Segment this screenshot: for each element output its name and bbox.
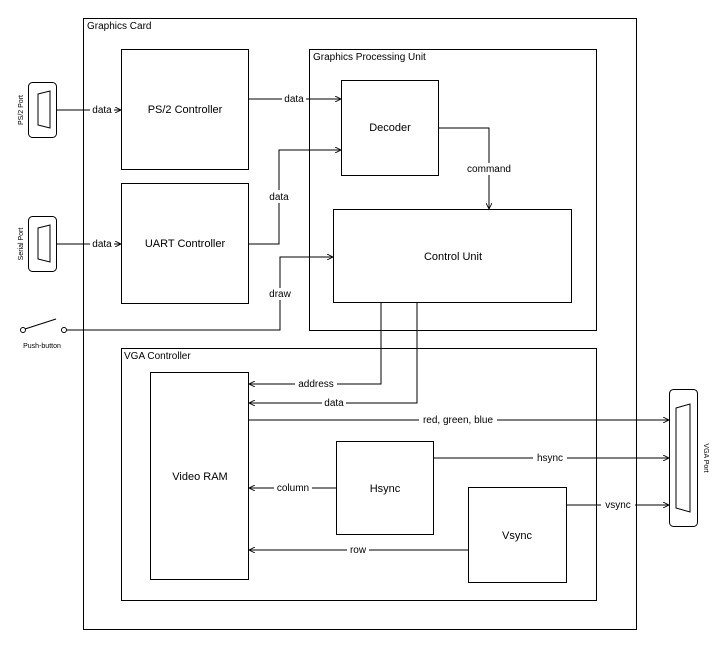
serial-in-data-label: data [92, 239, 112, 250]
draw-label: draw [269, 289, 291, 300]
gpu-title: Graphics Processing Unit [313, 52, 426, 63]
vsync-label: Vsync [502, 530, 532, 542]
rgb-label: red, green, blue [423, 415, 493, 426]
ps2-port-label: PS/2 Port [18, 95, 25, 125]
vsync-block: Vsync [468, 487, 567, 583]
uart-to-decoder-data-label: data [269, 192, 289, 203]
wire-vsync: vsync [567, 499, 669, 511]
wire-rgb: red, green, blue [249, 414, 669, 426]
wire-serial-data-in: data [57, 238, 121, 250]
serial-port: Serial Port [18, 216, 57, 272]
wire-address: address [249, 303, 382, 390]
ps2-port: PS/2 Port [18, 82, 57, 138]
command-label: command [467, 164, 511, 175]
vga-port: VGA Port [669, 389, 709, 527]
vga-port-label: VGA Port [702, 443, 709, 472]
uart-controller-label: UART Controller [145, 238, 226, 250]
address-label: address [298, 379, 334, 390]
push-button-label: Push-button [23, 343, 61, 350]
control-unit-label: Control Unit [424, 251, 482, 263]
decoder-block: Decoder [341, 80, 439, 176]
wire-hsync: hsync [434, 452, 669, 464]
ps2-in-data-label: data [92, 105, 112, 116]
wire-uart-to-decoder: data [249, 150, 341, 245]
video-ram-block: Video RAM [150, 372, 249, 580]
serial-port-label: Serial Port [18, 228, 25, 261]
hsync-label: Hsync [370, 483, 401, 495]
vga-controller-title: VGA Controller [124, 351, 191, 362]
vsync-signal-label: vsync [605, 500, 631, 511]
column-label: column [277, 483, 309, 494]
row-label: row [350, 545, 367, 556]
decoder-label: Decoder [369, 122, 411, 134]
wire-ps2-to-decoder: data [249, 93, 341, 105]
wire-column: column [249, 482, 336, 494]
wire-draw: draw [66, 257, 333, 331]
cu-to-ram-data-label: data [324, 398, 344, 409]
graphics-card-title: Graphics Card [87, 21, 151, 32]
hsync-block: Hsync [336, 441, 434, 535]
ps2-controller-label: PS/2 Controller [148, 104, 223, 116]
hsync-signal-label: hsync [537, 453, 563, 464]
wire-row: row [249, 544, 468, 556]
wire-command: command [439, 127, 514, 209]
control-unit-block: Control Unit [333, 209, 572, 303]
push-button: Push-button [20, 318, 67, 350]
ps2-to-decoder-data-label: data [284, 94, 304, 105]
uart-controller-block: UART Controller [121, 183, 249, 304]
wire-ps2-data-in: data [57, 104, 121, 116]
ps2-controller-block: PS/2 Controller [121, 49, 249, 170]
wire-cu-to-ram-data: data [249, 303, 418, 409]
video-ram-label: Video RAM [172, 471, 227, 483]
